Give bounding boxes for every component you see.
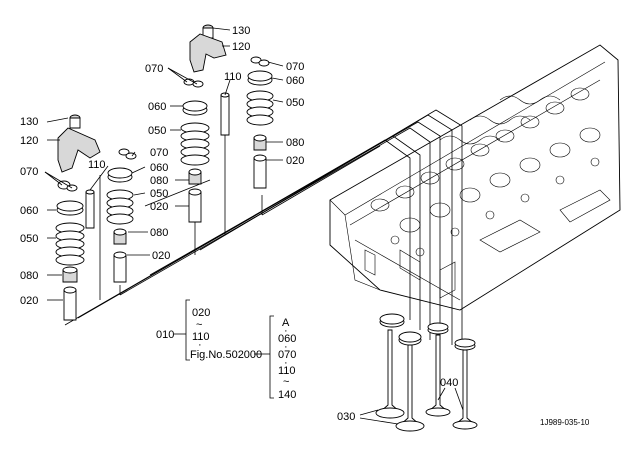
valve-exhaust-2: [454, 349, 476, 425]
head-outline: [329, 44, 621, 311]
leader-040-b: [454, 387, 464, 411]
center-valve-train: [180, 78, 230, 223]
note-group2-line2: 070: [278, 349, 296, 361]
guide-line-4: [149, 121, 441, 340]
note-group2-tilde: ~: [283, 376, 289, 388]
callout-080-left: 080: [20, 270, 38, 282]
note-group1-line2: 110: [192, 331, 210, 343]
spring-mid: [106, 189, 134, 225]
callout-110-mid: 110: [88, 159, 106, 171]
spring-center: [180, 122, 210, 166]
guide-mid: [113, 254, 127, 283]
note-group2-line1: 060: [278, 333, 296, 345]
leader-040-a: [437, 387, 446, 401]
callout-050-center: 050: [148, 125, 166, 137]
leader-030-b: [359, 417, 399, 425]
collet-center-2: [192, 80, 204, 88]
callout-040: 040: [440, 377, 458, 389]
note-main-number: 010: [156, 329, 174, 341]
collet-mid-1: [118, 148, 130, 156]
head-ports: [364, 87, 611, 299]
guide-left: [63, 289, 77, 321]
callout-130-left: 130: [20, 116, 38, 128]
note-group2-line0: A: [282, 317, 290, 329]
head-edge-front: [344, 214, 381, 291]
callout-020-left: 020: [20, 295, 38, 307]
middle-valve-train: [106, 148, 137, 283]
callout-130-top: 130: [232, 25, 250, 37]
group-bracket: [174, 299, 274, 399]
leader-lines: [44, 27, 284, 301]
guide-center: [188, 191, 202, 223]
cylinder-head: [329, 44, 621, 311]
head-edge-line: [349, 79, 601, 226]
bracket-left: [185, 299, 190, 361]
top-valve-train: [189, 24, 274, 189]
rocker-arm-top: [189, 33, 227, 73]
guide-line-2: [77, 135, 421, 330]
left-valve-train: [55, 114, 101, 321]
pushrod-center: [220, 94, 230, 136]
callout-120-top: 120: [232, 41, 250, 53]
note-group1-tilde: ~: [196, 319, 202, 331]
note-group2-dot2: ·: [284, 357, 288, 369]
valve-intake-1: [378, 329, 402, 413]
note-group1-line3: Fig.No.502000: [190, 349, 262, 361]
spring-left: [55, 222, 85, 266]
callout-080-center: 080: [150, 175, 168, 187]
rocker-arm-left: [57, 127, 101, 173]
callout-110-top: 110: [224, 71, 242, 83]
callout-020-center: 020: [150, 201, 168, 213]
callout-070-left: 070: [20, 166, 38, 178]
collet-mid-2: [125, 152, 137, 160]
callout-070-top: 070: [286, 61, 304, 73]
callout-060-center: 060: [148, 101, 166, 113]
callout-030: 030: [337, 411, 355, 423]
guide-lines: [64, 109, 463, 350]
note-group2-line3: 110: [278, 365, 296, 377]
callout-020-mid: 020: [152, 250, 170, 262]
callout-060-mid: 060: [150, 162, 168, 174]
spring-top: [246, 90, 274, 126]
callout-050-top: 050: [286, 97, 304, 109]
valve-group: [359, 313, 478, 432]
bracket-right: [269, 315, 274, 399]
note-group1-line1: 020: [192, 307, 210, 319]
note-group1-dot: ·: [198, 339, 202, 351]
callout-050-mid: 050: [150, 188, 168, 200]
drawing-reference-code: 1J989-035-10: [540, 418, 590, 427]
note-group2-line4: 140: [278, 389, 296, 401]
note-group2-dot0: ·: [284, 325, 288, 337]
pushrod-left: [85, 191, 95, 229]
callout-080-mid: 080: [150, 227, 168, 239]
callout-050-left: 050: [20, 233, 38, 245]
guide-line-6: [224, 109, 463, 350]
callout-060-left: 060: [20, 205, 38, 217]
note-group2-dot1: ·: [284, 341, 288, 353]
guide-top: [253, 157, 267, 189]
callout-120-left: 120: [20, 135, 38, 147]
guide-line-7: [261, 145, 381, 216]
head-edge-mid: [354, 239, 461, 301]
callout-060-top: 060: [286, 75, 304, 87]
callout-020-top: 020: [286, 155, 304, 167]
collet-top-2: [258, 59, 270, 67]
callout-070-center: 070: [145, 63, 163, 75]
callout-070-mid: 070: [150, 147, 168, 159]
callout-080-top: 080: [286, 137, 304, 149]
leader-030-a: [359, 409, 379, 416]
